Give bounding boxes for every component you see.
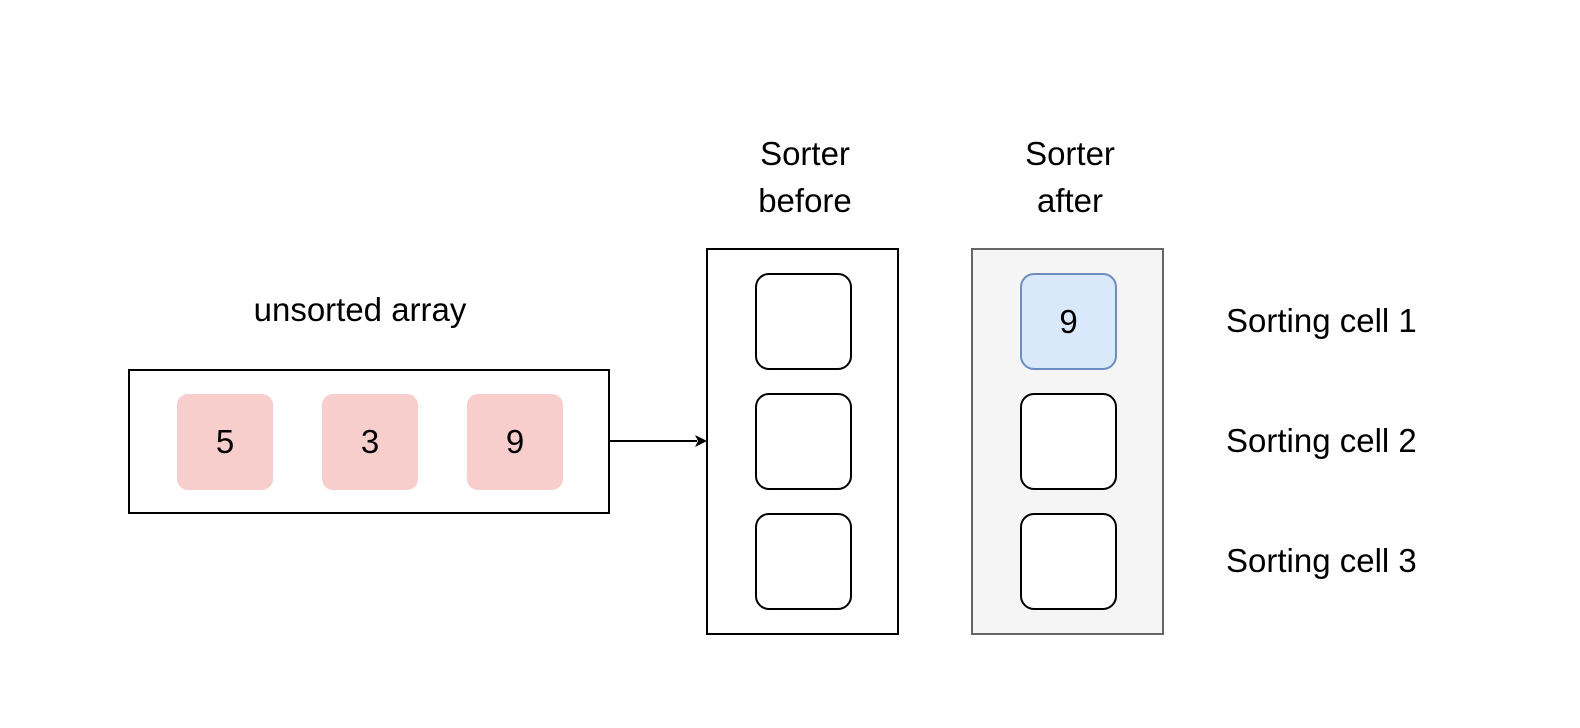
sorter-after-cell-2	[1020, 393, 1117, 490]
array-item-3: 9	[467, 394, 563, 490]
sorting-cell-label-2: Sorting cell 2	[1226, 422, 1417, 459]
sorting-cell-label-3: Sorting cell 3	[1226, 542, 1417, 579]
sorter-before-cell-1	[755, 273, 852, 370]
sorter-after-cell-1: 9	[1020, 273, 1117, 370]
array-item-2: 3	[322, 394, 418, 490]
arrow-head	[695, 435, 707, 447]
sorter-after-title-line2: after	[1036, 182, 1104, 219]
sorter-before-title-line1: Sorter	[760, 135, 850, 172]
sorter-after-title-line1: Sorter	[1025, 135, 1115, 172]
sorter-before-title: Sorter before	[705, 130, 905, 224]
array-item-1: 5	[177, 394, 273, 490]
sorter-before-cell-2	[755, 393, 852, 490]
unsorted-array-title: unsorted array	[253, 291, 467, 328]
sorting-cell-label-1: Sorting cell 1	[1226, 302, 1417, 339]
sorter-before-title-line2: before	[758, 182, 852, 219]
sorter-before-cell-3	[755, 513, 852, 610]
sorter-after-cell-3	[1020, 513, 1117, 610]
sorter-after-title: Sorter after	[970, 130, 1170, 224]
